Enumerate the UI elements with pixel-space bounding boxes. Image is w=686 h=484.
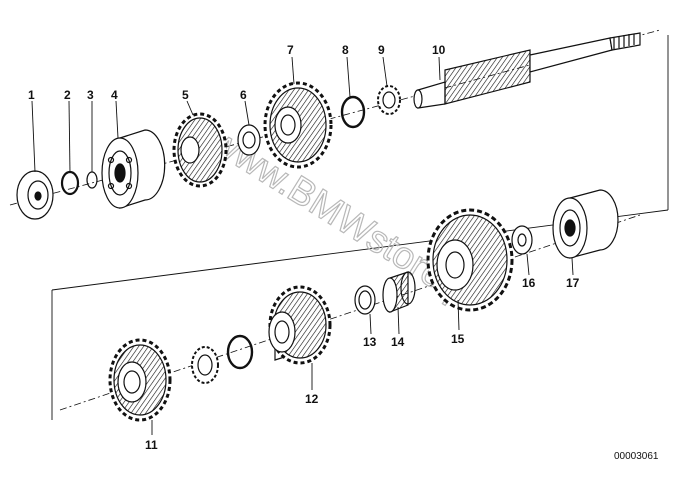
callout-4: 4 (111, 88, 118, 102)
callout-5: 5 (182, 88, 189, 102)
part-9-lock-washer (377, 85, 401, 115)
part-10-main-shaft (413, 32, 641, 109)
part-15-large-gear (426, 208, 514, 312)
callout-15: 15 (451, 332, 465, 346)
part-2-circlip (60, 170, 80, 196)
part-5-gear (172, 112, 228, 188)
part-4-ball-bearing (101, 129, 166, 209)
callout-11: 11 (145, 438, 158, 452)
part-13-ring (354, 285, 376, 315)
lower-circlip (226, 334, 254, 370)
drawing-number: 00003061 (614, 451, 659, 462)
callout-16: 16 (522, 276, 536, 290)
part-12-gear-hub (268, 285, 332, 365)
callout-14: 14 (391, 335, 405, 349)
part-1-cover-cap (16, 170, 54, 220)
part-14-needle-bushing (382, 271, 416, 313)
callout-7: 7 (287, 43, 294, 57)
part-3-ring (86, 171, 98, 189)
callout-8: 8 (342, 43, 349, 57)
callout-10: 10 (432, 43, 446, 57)
part-8-circlip (340, 95, 366, 129)
callout-9: 9 (378, 43, 385, 57)
leader-lines (31, 56, 574, 435)
callout-13: 13 (363, 335, 377, 349)
callout-2: 2 (64, 88, 71, 102)
lower-lock-washer (191, 346, 219, 384)
part-16-washer (511, 225, 533, 255)
part-11-gear (108, 338, 172, 422)
part-7-gear (263, 81, 333, 169)
callout-6: 6 (240, 88, 247, 102)
callout-3: 3 (87, 88, 94, 102)
part-17-roller-bearing (552, 189, 619, 259)
callout-17: 17 (566, 276, 580, 290)
callout-1: 1 (28, 88, 35, 102)
callout-12: 12 (305, 392, 319, 406)
part-6-washer (237, 124, 261, 156)
